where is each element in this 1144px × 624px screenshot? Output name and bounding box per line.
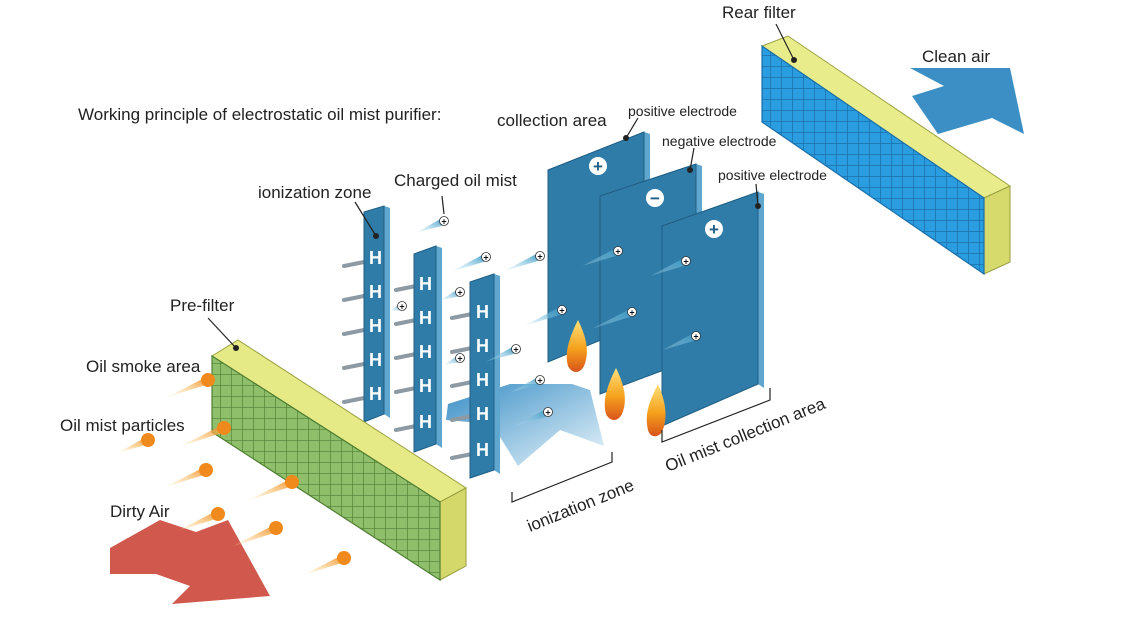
charged-oil-mist: + + + + + + + + + + + + + + [390,216,701,427]
charged-droplet-icon: + [592,307,637,329]
ion-symbol: H [476,440,489,460]
ion-symbol: H [476,404,489,424]
pre-filter [211,339,467,582]
negative-electrode-label: negative electrode [662,133,777,149]
collection-plates [547,131,764,427]
plus-sign: + [545,408,550,418]
ion-symbols: H H H H H H H H H H H H H H H [369,248,489,460]
charged-droplet-icon: + [416,216,449,233]
electrode-signs: + − + [589,157,723,239]
plus-sign: + [441,217,446,227]
plus-sign: + [457,354,462,364]
particle-icon [118,433,155,453]
flame-icon [604,368,625,420]
rear-filter [760,35,1012,276]
ionization-bars [342,205,500,479]
charged-droplet-icon: + [390,301,407,312]
plus-sign: + [629,308,634,318]
ion-symbol: H [369,350,382,370]
plus-sign: + [483,253,488,263]
charged-droplet-icon: + [524,305,567,326]
charged-droplet-icon: + [510,375,545,393]
dirty-air-arrow [110,520,270,604]
particle-icon [166,463,213,487]
positive-sign: + [593,157,603,176]
negative-sign-icon [646,189,664,207]
rear-filter-label: Rear filter [722,3,796,22]
ionization-zone-bottom-label: ionization zone [524,476,636,536]
particle-icon [178,507,225,531]
oil-mist-particles [118,373,351,575]
ion-symbol: H [419,412,432,432]
charged-droplet-icon: + [486,344,521,362]
positive-sign-icon [705,220,723,238]
clean-air-label: Clean air [922,47,990,66]
particle-icon [168,373,215,397]
ionization-zone-top-label: ionization zone [258,183,371,202]
ion-symbol: H [419,308,432,328]
ion-symbol: H [476,370,489,390]
charged-droplet-icon: + [514,407,553,427]
particle-icon [180,421,231,447]
positive-sign: + [709,220,719,239]
ion-symbol: H [476,302,489,322]
plus-sign: + [513,345,518,355]
plus-sign: + [615,247,620,257]
ion-symbol: H [419,274,432,294]
ion-symbol: H [369,248,382,268]
plus-sign: + [399,302,404,312]
ion-symbol: H [419,376,432,396]
charged-droplet-icon: + [440,287,465,301]
ion-symbol: H [369,384,382,404]
clean-air-arrow [910,68,1024,134]
charged-droplet-icon: + [662,331,701,351]
charged-oil-mist-label: Charged oil mist [394,171,517,190]
plus-sign: + [693,332,698,342]
charged-droplet-icon: + [444,353,465,365]
positive-sign-icon [589,157,607,175]
charged-droplet-icon: + [504,251,545,272]
positive-electrode-label-1: positive electrode [628,103,737,119]
negative-sign: − [650,189,660,208]
leader-dots [233,57,797,351]
plus-sign: + [537,252,542,262]
plus-sign: + [457,288,462,298]
particle-icon [232,521,283,547]
pre-filter-label: Pre-filter [170,296,235,315]
collection-area-label: collection area [497,111,607,130]
ion-symbol: H [476,336,489,356]
plus-sign: + [537,376,542,386]
ion-symbol: H [419,342,432,362]
flame-icon [646,384,666,437]
leader-lines [207,23,795,503]
particle-icon [248,475,299,501]
charged-droplet-icon: + [582,246,623,267]
oil-mist-particles-label: Oil mist particles [60,416,185,435]
ion-symbol: H [369,282,382,302]
diagram-title: Working principle of electrostatic oil m… [78,105,441,124]
particle-icon [304,551,351,575]
charged-droplet-icon: + [650,256,691,277]
charged-droplet-icon: + [452,252,491,272]
plus-sign: + [559,306,564,316]
collected-oil-flames [566,320,666,437]
oil-smoke-area-label: Oil smoke area [86,357,201,376]
ion-symbol: H [369,316,382,336]
dirty-air-label: Dirty Air [110,502,170,521]
flame-icon [566,320,587,372]
positive-electrode-label-2: positive electrode [718,167,827,183]
plus-sign: + [683,257,688,267]
